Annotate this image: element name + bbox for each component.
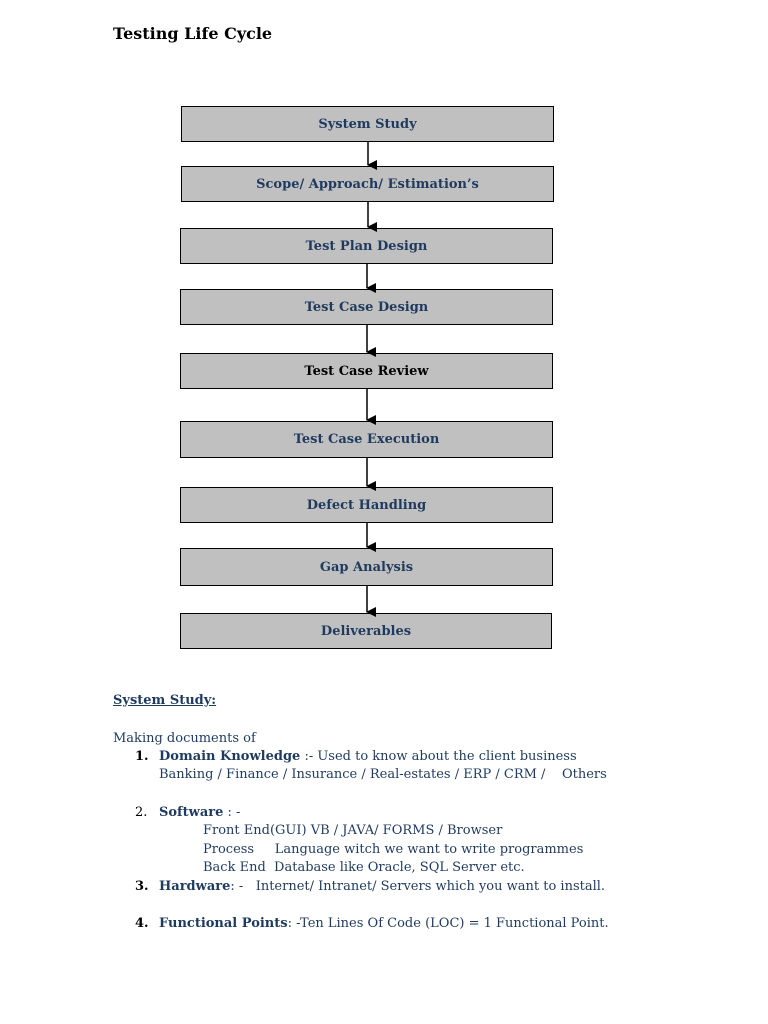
list-number: 3.: [135, 879, 149, 894]
list-item-label: Software: [159, 805, 224, 820]
list-item-detail: Banking / Finance / Insurance / Real-est…: [159, 767, 607, 782]
section-heading: System Study:: [113, 693, 217, 708]
list-item-text: : -: [223, 805, 241, 820]
section-intro: Making documents of: [113, 731, 256, 746]
list-number: 1.: [135, 749, 149, 764]
flow-step-test-plan-design: Test Plan Design: [180, 228, 553, 264]
list-item-label: Domain Knowledge: [159, 749, 301, 764]
flow-step-scope-approach-estimation: Scope/ Approach/ Estimation’s: [181, 166, 554, 202]
list-number: 2.: [135, 805, 148, 820]
list-item-detail: Front End(GUI) VB / JAVA/ FORMS / Browse…: [203, 823, 503, 838]
list-item-text: : - Internet/ Intranet/ Servers which yo…: [230, 879, 606, 894]
list-item-domain-knowledge: Domain Knowledge :- Used to know about t…: [159, 749, 577, 764]
list-item-text: : -Ten Lines Of Code (LOC) = 1 Functiona…: [287, 916, 609, 931]
list-item-software: Software : -: [159, 805, 240, 820]
list-item-label: Hardware: [159, 879, 231, 894]
list-item-label: Functional Points: [159, 916, 288, 931]
list-item-detail: Back End Database like Oracle, SQL Serve…: [203, 860, 525, 875]
list-item-functional-points: Functional Points: -Ten Lines Of Code (L…: [159, 916, 609, 931]
flow-step-system-study: System Study: [181, 106, 554, 142]
list-item-detail: Process Language witch we want to write …: [203, 842, 584, 857]
list-item-text: :- Used to know about the client busines…: [300, 749, 577, 764]
list-item-hardware: Hardware: - Internet/ Intranet/ Servers …: [159, 879, 605, 894]
page-title: Testing Life Cycle: [113, 24, 273, 43]
flow-step-deliverables: Deliverables: [180, 613, 552, 649]
list-number: 4.: [135, 916, 149, 931]
